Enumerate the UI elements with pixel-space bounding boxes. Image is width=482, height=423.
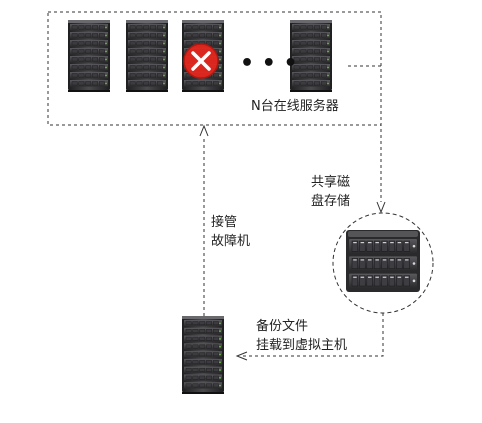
arrow-to-storage: [376, 201, 386, 214]
arrow-to-backup: [235, 351, 248, 361]
backup-server-icon: [182, 316, 224, 394]
server-icon: [126, 20, 168, 92]
backup-label: 备份文件 挂载到虚拟主机: [256, 319, 348, 353]
server-icon: [68, 20, 110, 92]
online-servers-box: [47, 11, 382, 126]
disk-array-icon: [346, 230, 420, 292]
link-servers-to-storage: [348, 65, 382, 202]
online-servers-label: N台在线服务器: [251, 99, 339, 114]
red-x-icon: [183, 43, 219, 79]
server-icon: [290, 20, 332, 92]
arrow-to-online: [199, 124, 209, 137]
takeover-label: 接管 故障机: [211, 215, 251, 249]
ellipsis-dots: • • •: [240, 51, 298, 76]
link-storage-to-backup: [240, 313, 384, 357]
shared-storage-label: 共享磁 盘存储: [311, 175, 351, 209]
